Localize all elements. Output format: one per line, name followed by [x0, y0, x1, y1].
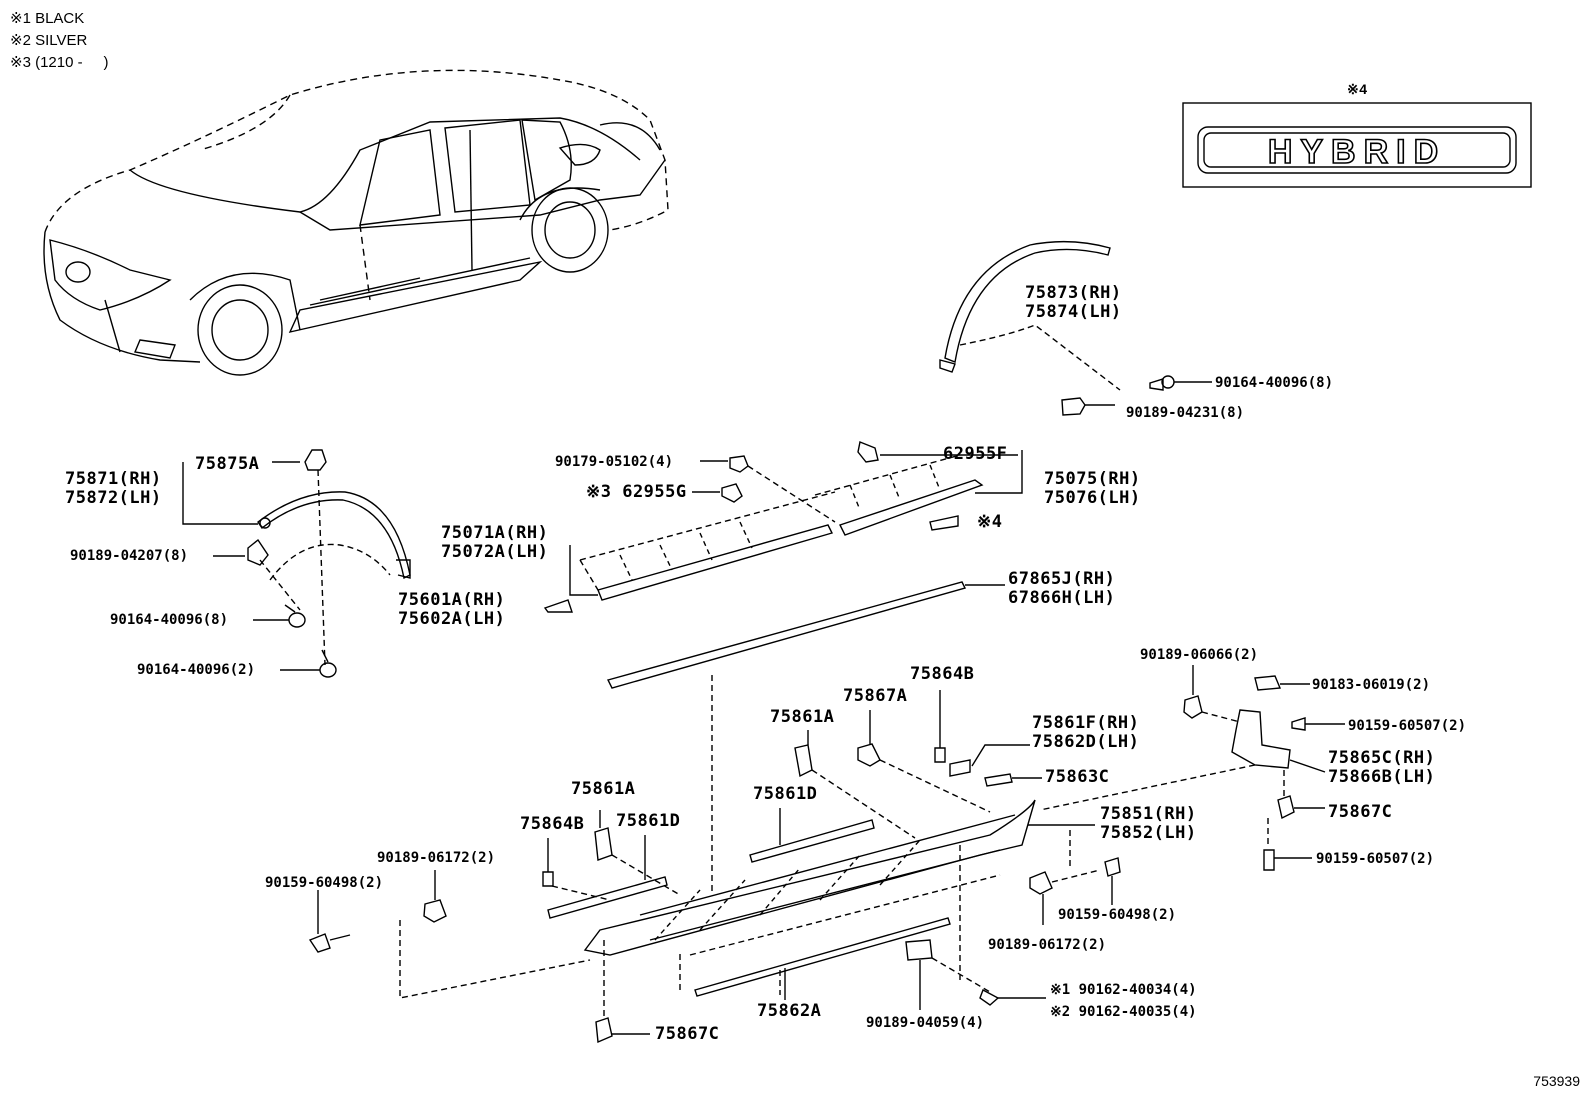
- bracket-75871: [182, 462, 258, 525]
- strip-75862A: [694, 917, 951, 997]
- label-75867A: 75867A: [843, 686, 908, 706]
- bracket-75071A: [569, 545, 598, 596]
- label-75862A: 75862A: [757, 1001, 822, 1021]
- strip-75861D-lower: [547, 876, 668, 919]
- clip-75875A: [272, 449, 327, 471]
- label-marker-4: ※4: [977, 512, 1003, 532]
- front-door-moulding: [543, 491, 836, 613]
- rocker-panel-75851: [583, 799, 1036, 980]
- clip-90189-04059: [905, 939, 933, 1010]
- upper-clip-guide: [811, 769, 916, 839]
- diagram-id: 753939: [1533, 1073, 1580, 1089]
- clip-62955F: [857, 441, 1018, 463]
- label-75867C-right: 75867C: [1328, 802, 1393, 822]
- label-75867C-bottom: 75867C: [655, 1024, 720, 1044]
- label-90164-40096-8b: 90164-40096(8): [110, 612, 229, 628]
- label-75871: 75871(RH) 75872(LH): [65, 469, 162, 508]
- bracket-75865C: [1039, 709, 1326, 811]
- screw-90164-40096-2: [280, 649, 337, 678]
- note-black: ※1 BLACK: [10, 10, 85, 27]
- label-75875A: 75875A: [195, 454, 260, 474]
- rear-door-moulding: [814, 454, 984, 536]
- clip-75861A-upper: [794, 744, 813, 778]
- bracket-75075: [975, 450, 1023, 494]
- nut-90183-06019: [1254, 675, 1310, 691]
- label-75873: 75873(RH) 75874(LH): [1025, 283, 1122, 322]
- note-date-range: ※3 (1210 - ): [10, 54, 109, 71]
- emblem-marker: ※4: [1347, 81, 1368, 97]
- label-75865C: 75865C(RH) 75866B(LH): [1328, 748, 1436, 787]
- label-62955G: ※3 62955G: [586, 482, 687, 502]
- label-90159-60498b: 90159-60498(2): [1058, 907, 1177, 923]
- screw-90159-60507-lower: [1263, 818, 1312, 871]
- screw-90159-60498-left: [308, 890, 591, 999]
- car-illustration: [43, 69, 669, 376]
- label-75864B-lower: 75864B: [520, 814, 585, 834]
- screw-90159-60498-right: [1069, 830, 1121, 905]
- rocker-garnish-67865J: [606, 581, 967, 895]
- strip-75861D-upper: [749, 819, 875, 863]
- clip-75867A: [857, 743, 991, 813]
- label-90189-04207: 90189-04207(8): [70, 548, 189, 564]
- label-90162-40034: ※1 90162-40034(4): [1050, 982, 1197, 998]
- label-75861D-lower: 75861D: [616, 811, 681, 831]
- legend-notes: ※1 BLACK ※2 SILVER ※3 (1210 - ): [10, 8, 108, 74]
- clip-90189-04207: [213, 538, 269, 566]
- clip-90189-06066: [1183, 665, 1241, 723]
- clip-62955G: [692, 483, 743, 503]
- label-90159-60507b: 90159-60507(2): [1316, 851, 1435, 867]
- clip-75864B-upper: [934, 747, 946, 763]
- hybrid-emblem-box: [1182, 102, 1532, 188]
- label-75864B-upper: 75864B: [910, 664, 975, 684]
- clip-90179-05102: [700, 455, 836, 523]
- label-75861A-lower: 75861A: [571, 779, 636, 799]
- clip-75863C: [984, 773, 1042, 787]
- label-75601A: 75601A(RH) 75602A(LH): [398, 590, 506, 629]
- label-90159-60498a: 90159-60498(2): [265, 875, 384, 891]
- label-90159-60507a: 90159-60507(2): [1348, 718, 1467, 734]
- note-silver: ※2 SILVER: [10, 32, 88, 49]
- clip-75861F: [949, 744, 1030, 777]
- label-90189-06172b: 90189-06172(2): [988, 937, 1107, 953]
- front-arch-moulding: [257, 469, 411, 666]
- label-90189-04231: 90189-04231(8): [1126, 405, 1245, 421]
- label-62955F: 62955F: [943, 444, 1008, 464]
- label-75863C: 75863C: [1045, 767, 1110, 787]
- hybrid-emblem-text: HYBRID: [1268, 133, 1446, 171]
- label-90162-40035: ※2 90162-40035(4): [1050, 1004, 1197, 1020]
- label-75851: 75851(RH) 75852(LH): [1100, 804, 1197, 843]
- screw-90164-40096-top: [1149, 375, 1212, 391]
- clip-90189-06172-right: [1029, 869, 1101, 925]
- label-75861D-upper: 75861D: [753, 784, 818, 804]
- label-90189-06172a: 90189-06172(2): [377, 850, 496, 866]
- label-75861A-upper: 75861A: [770, 707, 835, 727]
- label-75071A: 75071A(RH) 75072A(LH): [441, 523, 549, 562]
- clip-75867C-bottom: [595, 940, 650, 1044]
- lower-clip-guides: [551, 854, 681, 901]
- screw-90162-400xx: [931, 957, 1046, 1006]
- label-90164-40096-2: 90164-40096(2): [137, 662, 256, 678]
- screw-90159-60507-upper: [1291, 717, 1345, 731]
- label-75075: 75075(RH) 75076(LH): [1044, 469, 1141, 508]
- clip-90189-04231: [1061, 397, 1115, 416]
- clip-75864B-lower: [542, 871, 554, 887]
- label-90189-04059: 90189-04059(4): [866, 1015, 985, 1031]
- lower-guides: [679, 950, 781, 995]
- label-90164-40096-8a: 90164-40096(8): [1215, 375, 1334, 391]
- clip-75867C-right: [1277, 770, 1325, 820]
- label-90189-06066: 90189-06066(2): [1140, 647, 1259, 663]
- label-75861F: 75861F(RH) 75862D(LH): [1032, 713, 1140, 752]
- clip-75861A-lower: [594, 827, 613, 861]
- label-67865J: 67865J(RH) 67866H(LH): [1008, 569, 1116, 608]
- label-90183-06019: 90183-06019(2): [1312, 677, 1431, 693]
- rear-arch-moulding: [939, 240, 1121, 391]
- clip-90189-06172-left: [423, 870, 447, 923]
- label-90179-05102: 90179-05102(4): [555, 454, 674, 470]
- screw-90164-40096-8: [253, 604, 306, 628]
